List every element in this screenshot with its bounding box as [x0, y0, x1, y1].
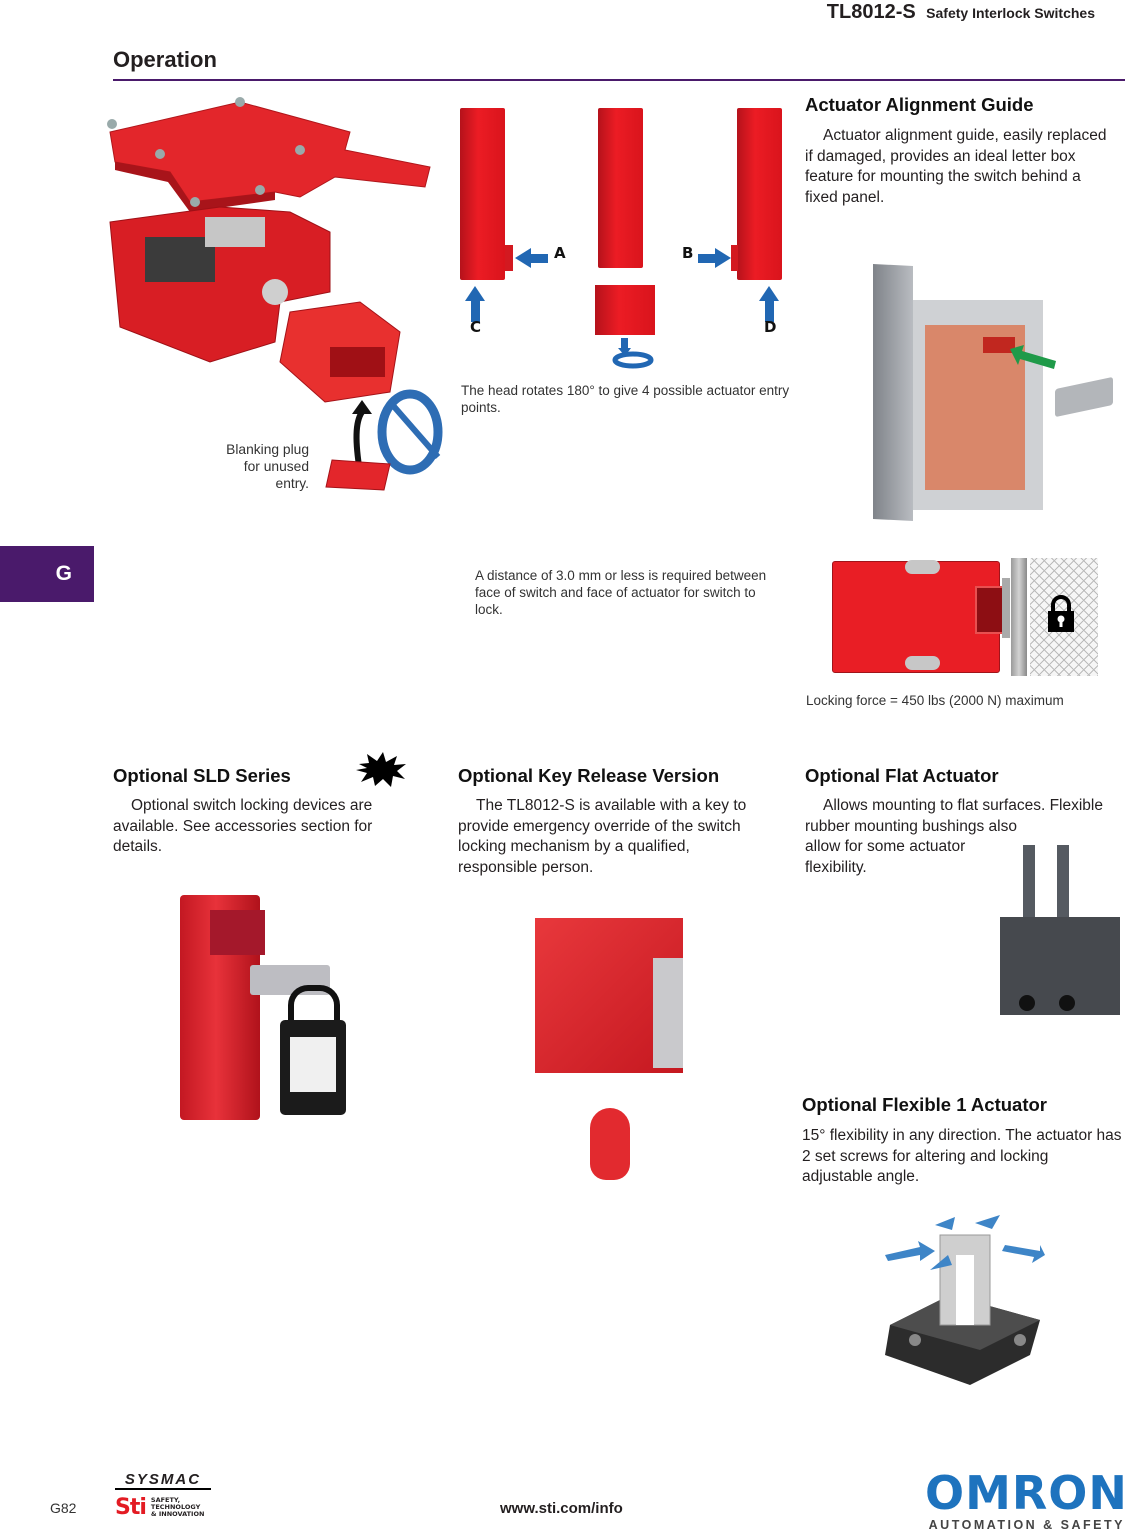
body-line: allow for some actuator: [805, 838, 966, 855]
mounting-bushing: [1019, 995, 1035, 1011]
green-arrow-icon: [1010, 345, 1056, 369]
padlock-label: [290, 1037, 336, 1092]
header-subtitle: Safety Interlock Switches: [926, 5, 1095, 21]
section-rule: [113, 79, 1125, 81]
flat-actuator-title: Optional Flat Actuator: [805, 765, 999, 786]
key-release-title: Optional Key Release Version: [458, 765, 720, 786]
flat-actuator-photo: [995, 845, 1125, 1017]
letterbox-slot: [983, 337, 1015, 353]
tagline-line: & INNOVATION: [150, 1510, 205, 1518]
switch-view-left: [460, 108, 505, 280]
actuator-entry: [975, 586, 1005, 634]
sld-device: [210, 910, 265, 955]
sti-mark: Sti: [115, 1495, 147, 1520]
sysmac-logo: SYSMAC: [115, 1472, 211, 1490]
switch-body: [832, 561, 1000, 673]
model-title: TL8012-S: [826, 1, 916, 23]
entry-label-c: C: [470, 318, 482, 336]
head-rotation-caption: The head rotates 180° to give 4 possible…: [461, 383, 790, 415]
release-key: [590, 1108, 630, 1180]
alignment-guide-illustration: [865, 255, 1115, 530]
switch-view-right: [737, 108, 782, 280]
locking-illustration: [830, 558, 1098, 676]
omron-tagline: AUTOMATION & SAFETY: [928, 1518, 1125, 1532]
caption-line: entry.: [275, 476, 309, 491]
page-number: G82: [50, 1500, 77, 1516]
sti-tagline: SAFETY, TECHNOLOGY & INNOVATION: [151, 1497, 205, 1518]
section-tab-g: G: [0, 546, 94, 602]
blanking-plug-caption: Blanking plug for unused entry.: [180, 441, 309, 492]
sld-series-body: Optional switch locking devices are avai…: [113, 797, 373, 855]
mounting-slot: [905, 560, 940, 574]
sld-series-title: Optional SLD Series: [113, 765, 291, 786]
actuator-part: [1055, 376, 1113, 418]
tab-label: G: [55, 562, 72, 585]
distance-caption: A distance of 3.0 mm or less is required…: [475, 568, 767, 617]
head-rotation-diagram: A B C D: [455, 100, 790, 375]
key-release-photo: [535, 918, 683, 1190]
head-slot: [731, 245, 738, 271]
padlock-shackle: [288, 985, 340, 1031]
fixed-panel: [873, 263, 913, 522]
sti-logo: Sti SAFETY, TECHNOLOGY & INNOVATION: [115, 1495, 204, 1520]
body-line: flexibility.: [805, 858, 867, 876]
tagline-line: TECHNOLOGY: [150, 1503, 201, 1511]
actuator-prong: [1057, 845, 1069, 920]
exploded-switch-illustration: [107, 97, 443, 491]
flexible-actuator-title: Optional Flexible 1 Actuator: [802, 1094, 1047, 1115]
omron-wordmark: OMRON: [925, 1466, 1125, 1520]
flat-actuator-body: Allows mounting to flat surfaces. Flexib…: [805, 796, 1125, 878]
sld-lockout-photo: [110, 885, 360, 1135]
page-header: TL8012-S Safety Interlock Switches: [827, 1, 1095, 24]
sysmac-wordmark: SYSMAC: [115, 1472, 211, 1490]
switch-head: [653, 958, 683, 1068]
caption-line: Blanking plug: [226, 442, 309, 457]
starburst-icon: [356, 752, 406, 787]
entry-label-d: D: [764, 318, 777, 336]
body-line: Allows mounting to flat surfaces. Flexib…: [805, 797, 1103, 835]
mounting-bushing: [1059, 995, 1075, 1011]
padlock-icon: [1048, 595, 1074, 632]
key-release-body: The TL8012-S is available with a key to …: [458, 797, 747, 876]
actuator-plate: [1002, 578, 1010, 638]
mesh-guard: [1030, 558, 1098, 676]
rotating-head: [595, 285, 655, 335]
flexible-actuator-body: 15° flexibility in any direction. The ac…: [802, 1127, 1122, 1185]
caption-line: for unused: [243, 459, 309, 474]
locking-force-caption: Locking force = 450 lbs (2000 N) maximum: [806, 693, 1064, 708]
alignment-guide-body: Actuator alignment guide, easily replace…: [805, 127, 1107, 206]
entry-arrows: [465, 248, 779, 369]
footer-url-link[interactable]: www.sti.com/info: [500, 1500, 623, 1517]
head-slot: [505, 245, 513, 271]
tagline-line: SAFETY,: [150, 1496, 181, 1504]
alignment-guide-title: Actuator Alignment Guide: [805, 94, 1034, 115]
actuator-prong: [1023, 845, 1035, 920]
omron-logo: OMRON AUTOMATION & SAFETY: [925, 1470, 1125, 1532]
guard-frame: [1011, 558, 1027, 676]
entry-label-a: A: [554, 244, 566, 262]
section-title: Operation: [113, 47, 217, 72]
mounting-slot: [905, 656, 940, 670]
entry-label-b: B: [682, 244, 694, 262]
switch-view-center: [598, 108, 643, 268]
flexible-actuator-illustration: [885, 1215, 1045, 1385]
